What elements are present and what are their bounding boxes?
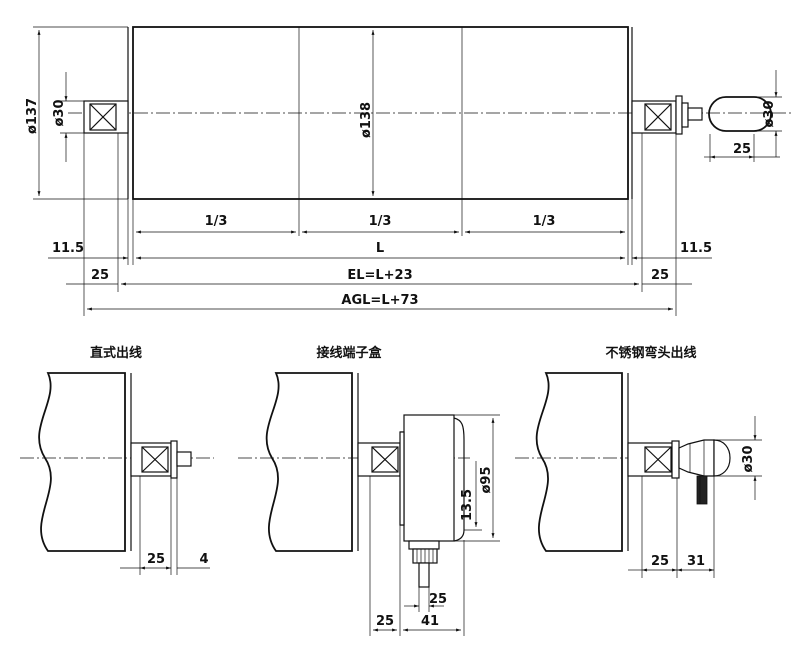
detail-2-dim-dia: ø95 xyxy=(479,466,494,493)
dim-third-2: 1/3 xyxy=(369,214,392,229)
dim-left-25: 25 xyxy=(91,268,109,283)
detail-1-dim-b: 4 xyxy=(199,552,208,567)
detail-2-dim-a: 25 xyxy=(376,614,394,629)
dim-third-1: 1/3 xyxy=(205,214,228,229)
dim-dia-right: ø30 xyxy=(762,100,777,127)
detail-2-dim-b: 41 xyxy=(421,614,439,629)
dim-dia-left: ø137 xyxy=(25,98,40,134)
dim-third-3: 1/3 xyxy=(533,214,556,229)
dim-dia-tube: ø138 xyxy=(359,102,374,138)
detail-1-dim-a: 25 xyxy=(147,552,165,567)
dim-left-offset: 11.5 xyxy=(52,241,84,256)
main-roller-view: ø137 ø30 ø138 ø30 25 1/3 1/3 1/3 xyxy=(25,26,792,316)
detail-terminal-box: 接线端子盒 ø95 13.5 25 4 xyxy=(238,345,500,636)
detail-straight-outlet: 直式出线 25 4 xyxy=(20,345,214,575)
terminal-box-body xyxy=(403,414,455,542)
detail-2-title: 接线端子盒 xyxy=(316,345,382,361)
detail-1-title: 直式出线 xyxy=(90,345,142,361)
detail-3-dim-b: 31 xyxy=(687,554,705,569)
detail-2-dim-h: 13.5 xyxy=(460,489,475,521)
right-bearing xyxy=(631,95,703,135)
detail-2-dim-c: 25 xyxy=(429,592,447,607)
elbow-cable xyxy=(696,475,708,505)
dim-agl: AGL=L+73 xyxy=(341,293,418,308)
detail-3-dim-dia: ø30 xyxy=(741,445,756,472)
left-bearing xyxy=(83,100,129,134)
dim-el: EL=L+23 xyxy=(347,268,412,283)
dim-right-length: 25 xyxy=(733,142,751,157)
detail-3-dim-a: 25 xyxy=(651,554,669,569)
dim-length-l: L xyxy=(376,241,384,256)
dim-right-25: 25 xyxy=(651,268,669,283)
dim-right-offset: 11.5 xyxy=(680,241,712,256)
dim-shaft-left: ø30 xyxy=(52,99,67,126)
detail-3-title: 不锈钢弯头出线 xyxy=(605,345,696,361)
detail-elbow-outlet: 不锈钢弯头出线 ø30 25 31 xyxy=(515,345,762,578)
